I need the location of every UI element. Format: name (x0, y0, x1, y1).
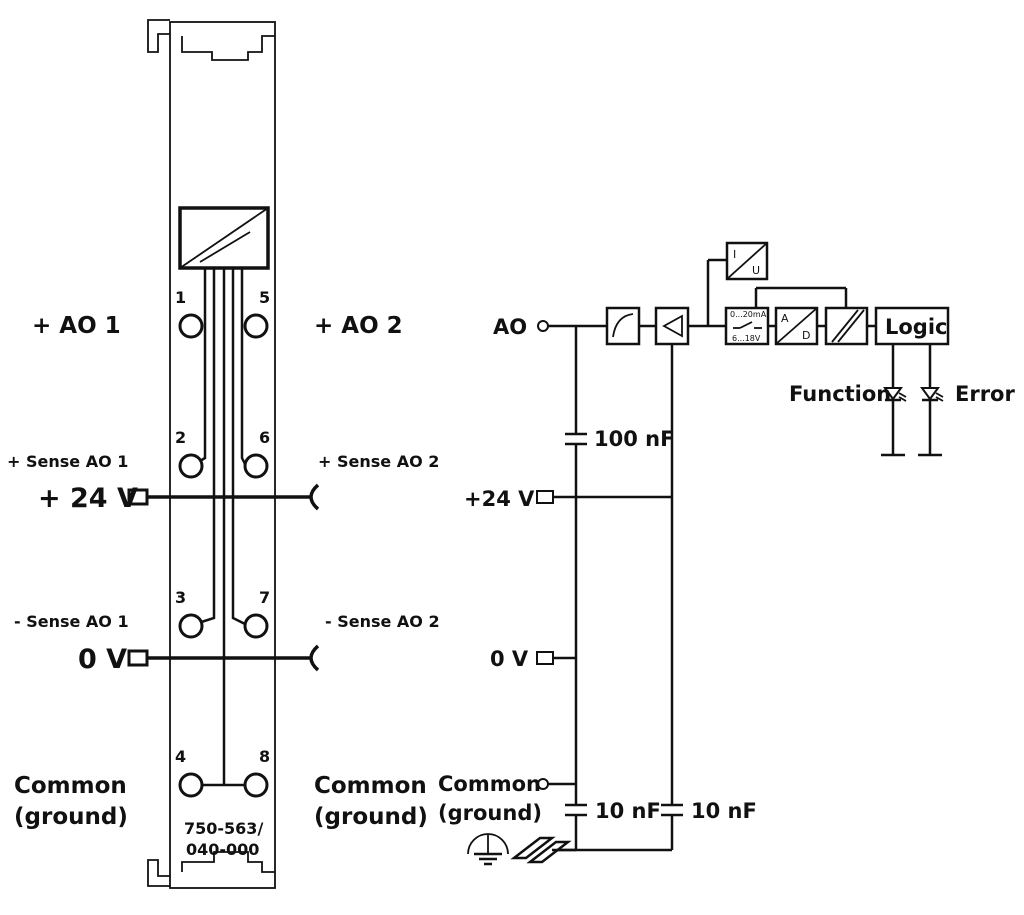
terminal-6[interactable] (243, 453, 269, 479)
label-sense-ao2: + Sense AO 2 (318, 452, 439, 471)
label-cap-100nf: 100 nF (594, 427, 674, 451)
iu-converter-block: I U (725, 241, 769, 281)
ground-icon (467, 833, 509, 866)
label-schematic-common-2: (ground) (438, 801, 542, 825)
terminal-3[interactable] (178, 613, 204, 639)
terminal-number-6: 6 (259, 428, 270, 447)
terminal-1[interactable] (178, 313, 204, 339)
label-ao2: + AO 2 (314, 313, 403, 339)
label-ao1: + AO 1 (32, 313, 121, 339)
iu-bottom-label: U (752, 264, 760, 277)
converter-block (178, 206, 270, 270)
terminal-number-5: 5 (259, 288, 270, 307)
schematic-labels: AO 100 nF +24 V 0 V Common (ground) 10 n… (438, 315, 1015, 825)
terminal-number-4: 4 (175, 747, 186, 766)
iu-top-label: I (733, 248, 736, 261)
label-cap-10nf-right: 10 nF (691, 799, 757, 823)
part-number-line2: 040-000 (186, 840, 259, 859)
filter-block (605, 306, 641, 346)
terminal-number-8: 8 (259, 747, 270, 766)
terminal-7[interactable] (243, 613, 269, 639)
error-led-icon (920, 387, 944, 402)
power-buses (127, 483, 320, 672)
ad-top-label: A (781, 312, 789, 325)
label-common-right-1: Common (314, 773, 427, 799)
ad-bottom-label: D (802, 329, 810, 342)
terminals (178, 313, 269, 798)
label-schematic-plus24v: +24 V (464, 487, 535, 511)
label-minus-sense-ao1: - Sense AO 1 (14, 612, 129, 631)
label-error: Error (955, 382, 1015, 406)
function-led-icon (883, 387, 907, 402)
range-bottom-label: 6...18V (732, 334, 761, 343)
label-schematic-zero-v: 0 V (490, 647, 529, 671)
terminal-numbers: 1 2 3 4 5 6 7 8 (175, 288, 270, 766)
range-top-label: 0...20mA (730, 310, 767, 319)
terminal-8[interactable] (243, 772, 269, 798)
label-common-left-2: (ground) (14, 804, 128, 830)
label-common-left-1: Common (14, 773, 127, 799)
label-common-right-2: (ground) (314, 804, 428, 830)
label-zero-v: 0 V (78, 644, 127, 675)
label-ao: AO (493, 315, 527, 339)
amplifier-block (654, 306, 690, 346)
ad-converter-block: A D (774, 306, 819, 346)
schematic-wiring (536, 258, 942, 852)
range-switch-block: 0...20mA 6...18V (724, 306, 770, 346)
logic-label: Logic (885, 315, 948, 339)
terminal-5[interactable] (243, 313, 269, 339)
isolation-block (824, 306, 869, 346)
label-function: Function (789, 382, 891, 406)
terminal-number-7: 7 (259, 588, 270, 607)
module-labels: + AO 1 + AO 2 + Sense AO 1 + Sense AO 2 … (7, 313, 440, 859)
internal-wiring (194, 268, 247, 785)
terminal-4[interactable] (178, 772, 204, 798)
label-sense-ao1: + Sense AO 1 (7, 452, 128, 471)
logic-block: Logic (874, 306, 950, 346)
terminal-2[interactable] (178, 453, 204, 479)
terminal-number-2: 2 (175, 428, 186, 447)
part-number-line1: 750-563/ (184, 819, 263, 838)
terminal-number-1: 1 (175, 288, 186, 307)
label-plus24v: + 24 V (38, 483, 138, 514)
module-housing (147, 19, 276, 889)
chassis-ground-icon (510, 836, 576, 864)
label-minus-sense-ao2: - Sense AO 2 (325, 612, 440, 631)
label-cap-10nf-left: 10 nF (595, 799, 661, 823)
label-schematic-common-1: Common (438, 772, 541, 796)
terminal-number-3: 3 (175, 588, 186, 607)
